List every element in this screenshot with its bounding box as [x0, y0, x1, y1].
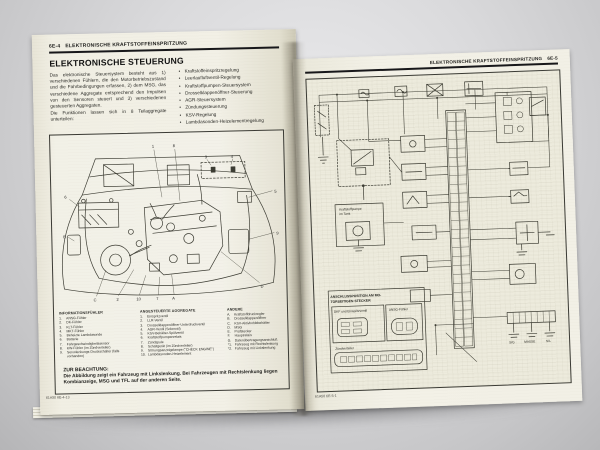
callout-label: 5: [274, 189, 277, 194]
pump-box-label-2: im Tank: [339, 212, 350, 216]
connector2-label: ANSG-Fühler: [389, 307, 409, 312]
legend-item: *2.Fahrzeug mit Linkslenkung: [227, 345, 276, 351]
connector1-label: DKF und Einspritzventil: [334, 309, 368, 314]
wiring-schematic-drawing: Kraftstoffpumpe im Tank: [314, 80, 556, 374]
intro-paragraph-2: Die Funktionen lassen sich in 8 Teilaggr…: [50, 108, 167, 123]
right-page-number: 6E-5: [547, 55, 558, 61]
ground-label: S/G: [509, 340, 515, 344]
callout-label: 1: [152, 144, 155, 149]
callout-label: 2: [116, 297, 118, 302]
subsystem-bullet: Lambdasonden-Heizelementregelung: [180, 116, 288, 126]
engine-figure-box: 1 8 3 4 5 9 D 2 10 7 A 6 B C: [48, 129, 290, 395]
ground-label: S/L: [546, 339, 551, 343]
callout-label: 8: [173, 143, 176, 148]
section-title: ELEKTRONISCHE STEUERUNG: [49, 55, 184, 69]
callout-label: 7: [156, 296, 158, 301]
callout-label: 10: [136, 296, 141, 301]
connector-box-title-2: TORSEITIGEN STECKER: [330, 298, 371, 303]
wiring-schematic-box: Kraftstoffpumpe im Tank: [305, 69, 572, 393]
callout-label: 3: [205, 154, 208, 159]
connector-box-title: ANSCHLUSSPOSITION AM MO-: [330, 293, 381, 299]
connector3-label: Zündverteiler: [335, 346, 355, 351]
intro-paragraph: Das elektronische Steuersystem besteht a…: [49, 70, 167, 109]
left-page-number: 6E-4: [48, 43, 61, 50]
left-figure-code: 61A50 6E-4-13: [45, 395, 70, 400]
legend-item: 9.Servolenkungs-Druckschalter (falls vor…: [59, 349, 120, 359]
ground-label: MASSE: [524, 339, 535, 343]
legend-item: 10.Lambdasonden-Heizelement: [140, 351, 192, 357]
intro-paragraphs: Das elektronische Steuersystem besteht a…: [50, 70, 167, 124]
engine-bay-drawing: 1 8 3 4 5 9 D 2 10 7 A 6 B C: [62, 143, 279, 302]
callout-label: 6: [64, 194, 67, 199]
callout-label: C: [94, 297, 97, 302]
pump-box-label: Kraftstoffpumpe: [339, 207, 362, 212]
callout-label: 9: [276, 230, 279, 235]
callout-label: A: [172, 296, 175, 301]
callout-label: D: [261, 284, 264, 289]
callout-label: 4: [231, 154, 234, 159]
legend-column-actuators: ANGESTEUERTE AGGREGATE 1.Einspritzventil…: [140, 308, 223, 357]
right-figure-code: 61A50 6E-5-1: [314, 393, 337, 399]
callout-label: B: [63, 234, 66, 239]
subsystem-bullet-list: KraftstoffeinspritzregelungLeerlaufluftv…: [179, 65, 288, 126]
figure-note: ZUR BEACHTUNG: Die Abbildung zeigt ein F…: [63, 362, 281, 386]
